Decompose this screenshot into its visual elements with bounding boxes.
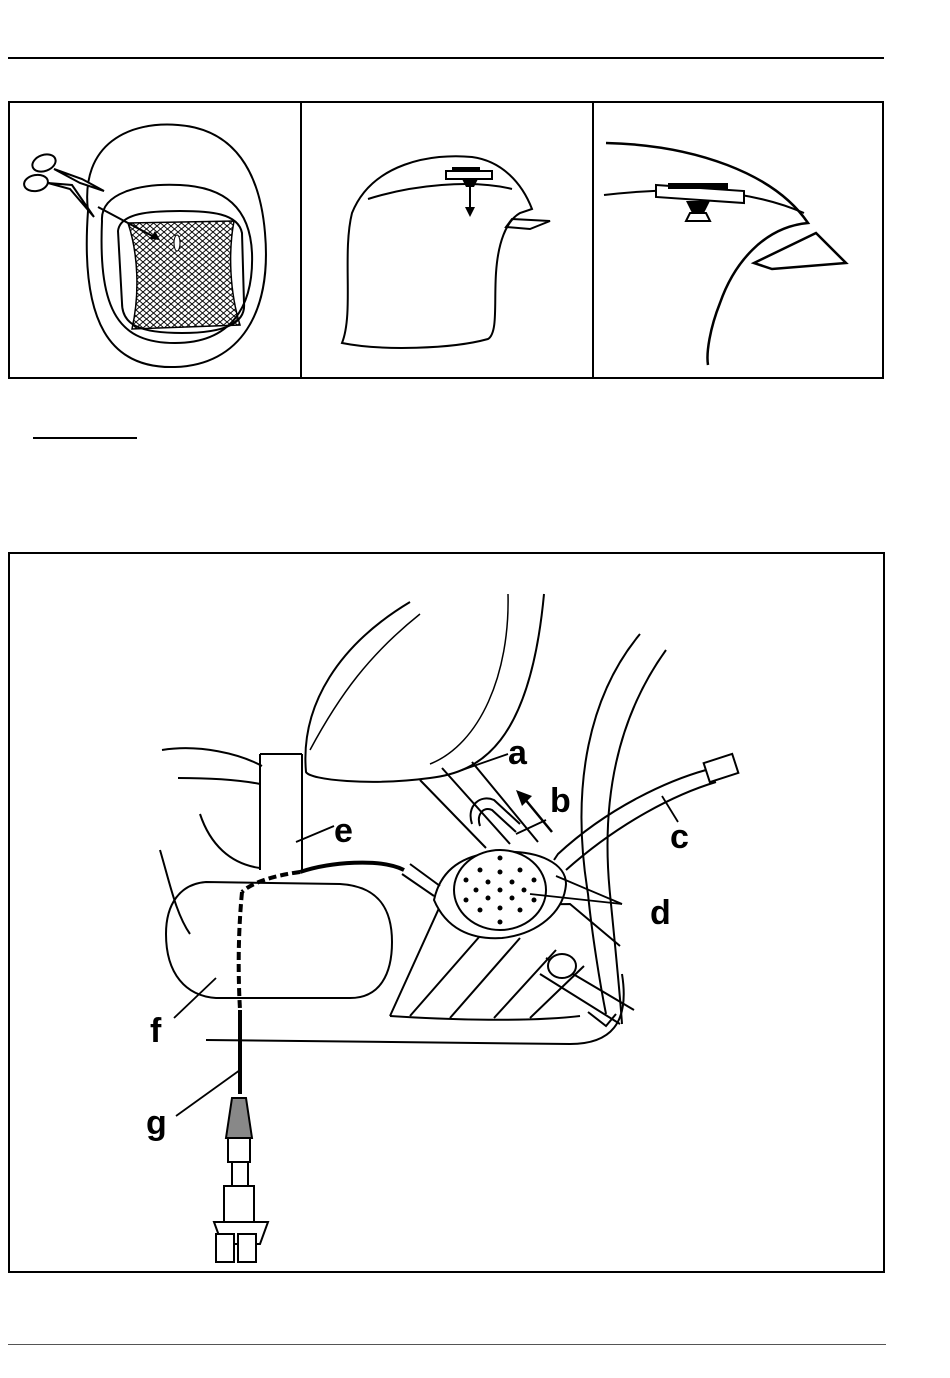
callout-c: c [670, 818, 689, 856]
helmet-interior-drawing [10, 103, 300, 377]
scissors-icon [23, 151, 104, 217]
panel-insert-clip [302, 103, 592, 377]
microphone-installation-figure: a b c d e f g [8, 552, 885, 1273]
callout-f: f [150, 1012, 162, 1050]
helmet-microphone-drawing: a b c d e f g [10, 554, 883, 1271]
panel-clip-installed [594, 103, 884, 377]
section-underline [33, 437, 137, 439]
panel-cut-lining [10, 103, 300, 377]
step-illustration-strip [8, 101, 884, 379]
down-arrow-icon [465, 187, 475, 217]
callout-b: b [550, 782, 571, 820]
callout-a: a [508, 734, 528, 772]
callout-e: e [334, 812, 353, 850]
helmet-side-drawing [302, 103, 592, 377]
callout-g: g [146, 1104, 167, 1142]
footer-rule [8, 1344, 886, 1345]
header-rule [8, 57, 884, 59]
callout-d: d [650, 894, 671, 932]
helmet-closeup-drawing [594, 103, 884, 377]
cable-plug [214, 1098, 268, 1262]
